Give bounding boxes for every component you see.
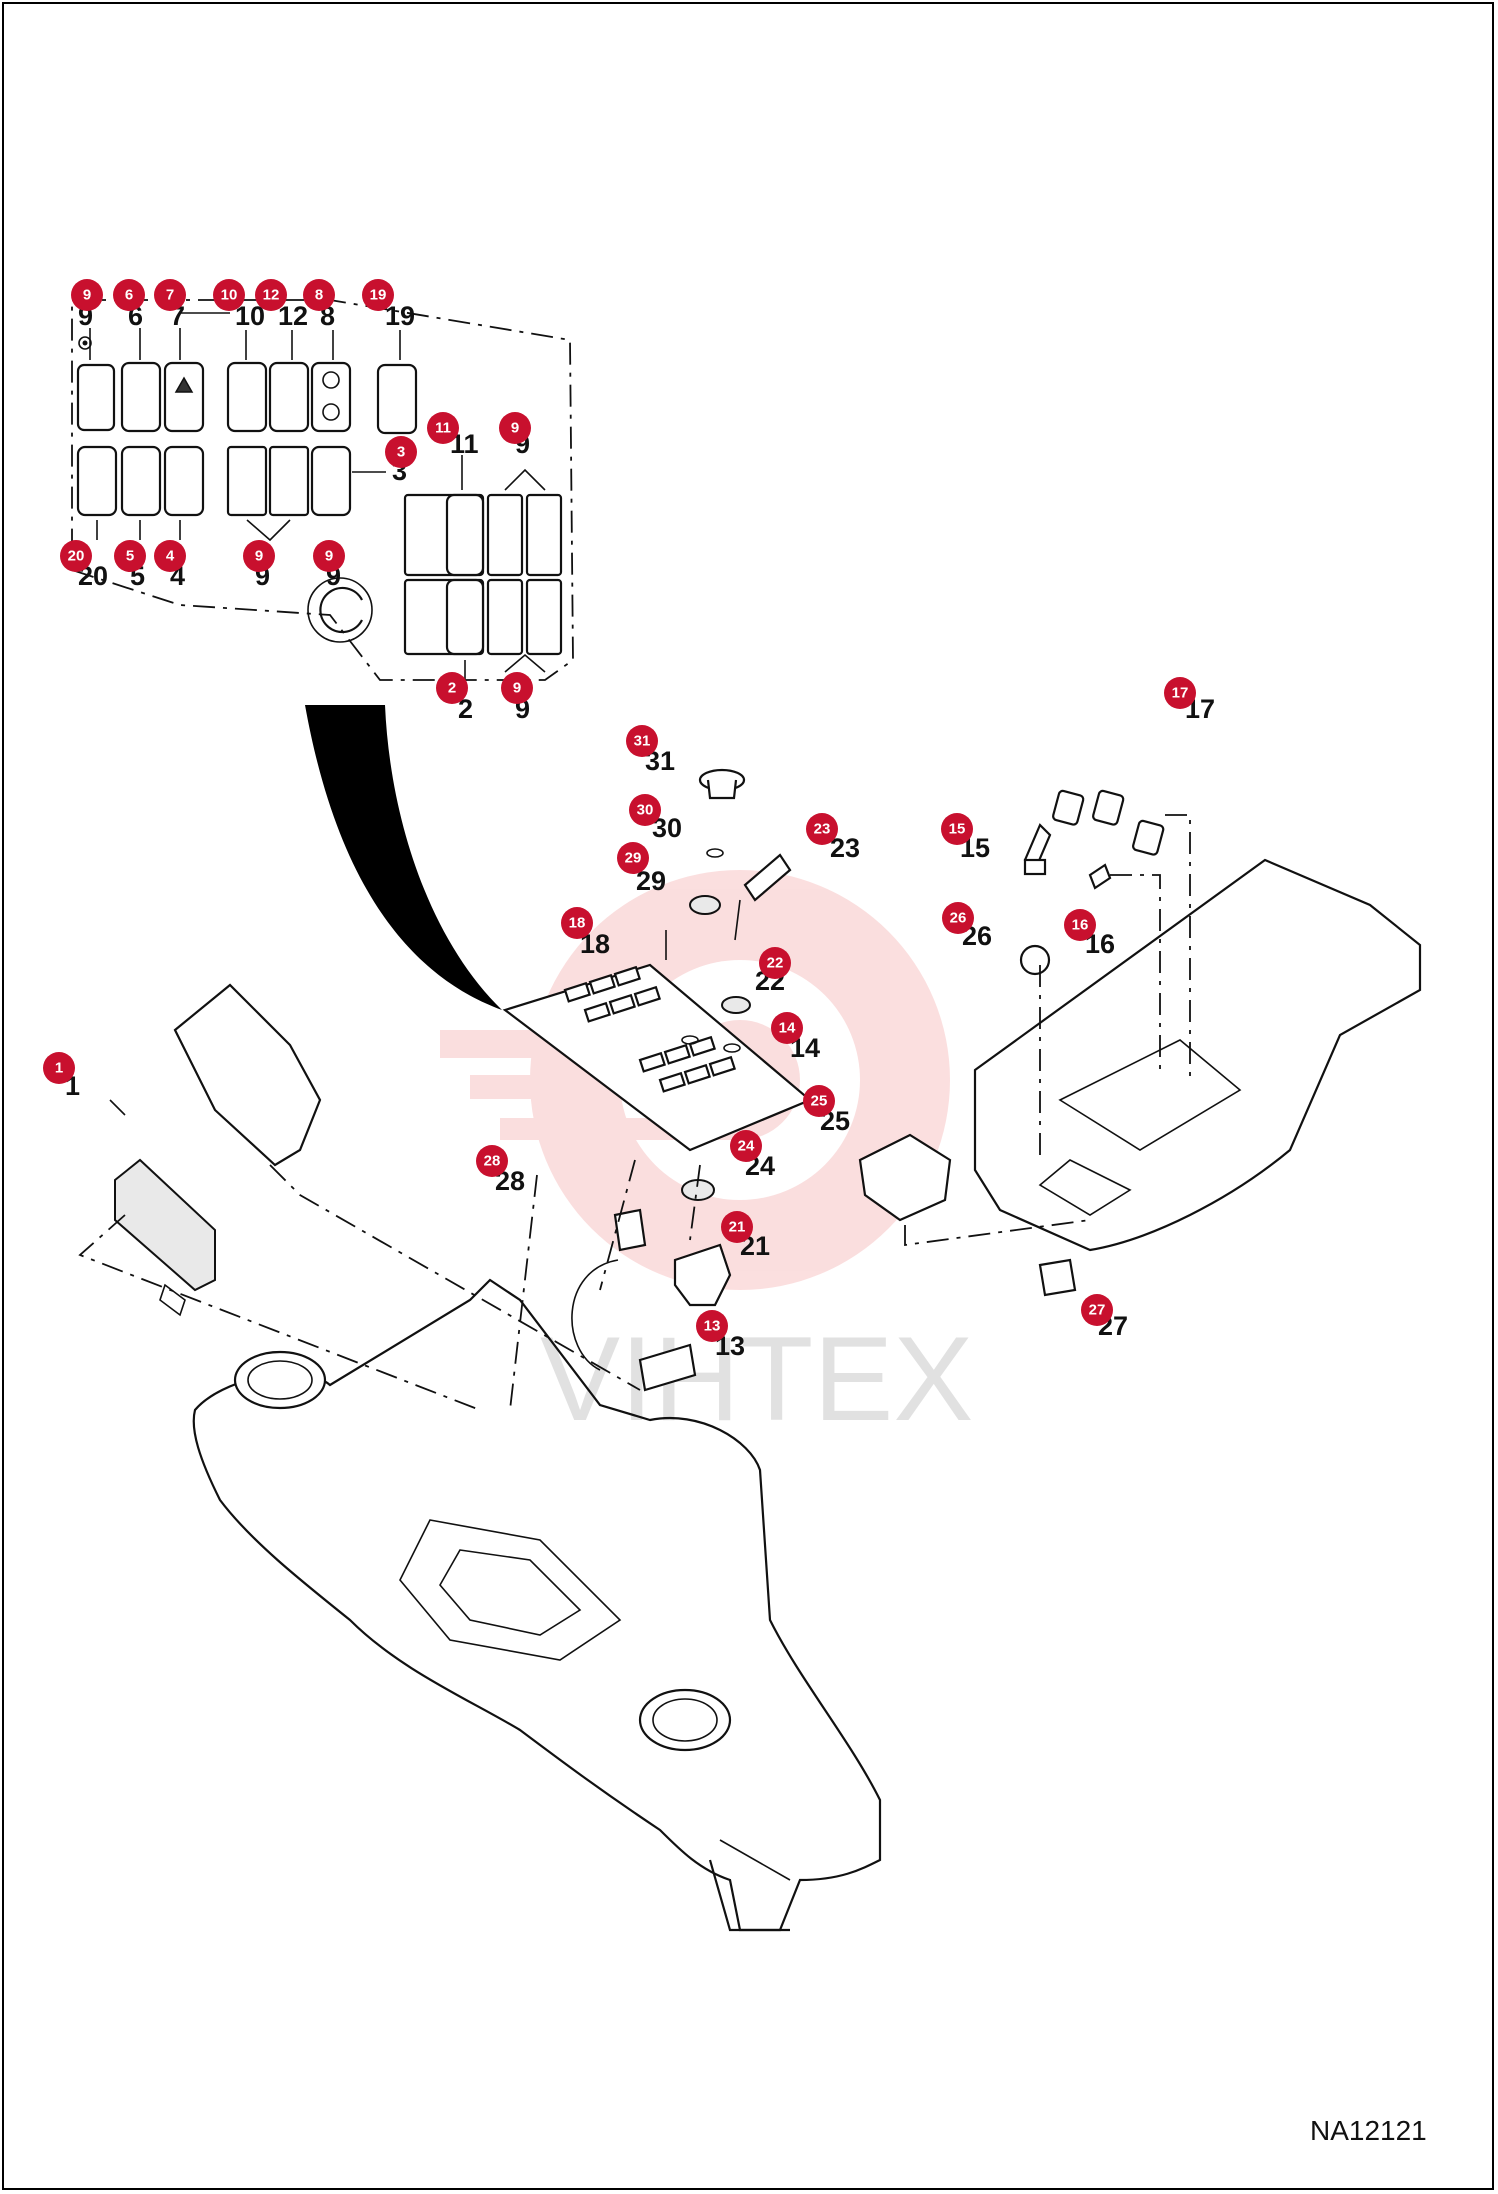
svg-text:28: 28 (484, 1153, 501, 1170)
svg-text:5: 5 (126, 548, 134, 565)
svg-text:12: 12 (278, 301, 308, 331)
badge-17: 17 (1164, 677, 1196, 709)
svg-text:31: 31 (634, 733, 651, 750)
badge-8: 8 (303, 279, 335, 311)
svg-text:20: 20 (68, 548, 85, 565)
badge-20: 20 (60, 540, 92, 572)
badge-24: 24 (730, 1130, 762, 1162)
svg-text:9: 9 (513, 680, 521, 697)
badge-28: 28 (476, 1145, 508, 1177)
badge-9c: 9 (243, 540, 275, 572)
badge-6: 6 (113, 279, 145, 311)
svg-text:24: 24 (738, 1138, 755, 1155)
svg-text:7: 7 (166, 287, 174, 304)
badge-16: 16 (1064, 909, 1096, 941)
callout-badges: 9 6 7 10 12 8 19 11 9 3 20 5 4 9 9 2 9 1… (43, 279, 1196, 1342)
svg-text:2: 2 (458, 694, 473, 724)
badge-15: 15 (941, 813, 973, 845)
badge-12: 12 (255, 279, 287, 311)
svg-text:22: 22 (767, 955, 784, 972)
svg-text:3: 3 (397, 444, 405, 461)
svg-text:27: 27 (1089, 1302, 1106, 1319)
badge-21: 21 (721, 1211, 753, 1243)
badge-4: 4 (154, 540, 186, 572)
badge-10: 10 (213, 279, 245, 311)
badge-29: 29 (617, 842, 649, 874)
svg-text:10: 10 (221, 287, 238, 304)
assembly-guide-lines (78, 814, 1191, 1411)
badge-3: 3 (385, 436, 417, 468)
part-gauge-housing (109, 983, 322, 1317)
svg-text:4: 4 (166, 548, 175, 565)
badge-14: 14 (771, 1012, 803, 1044)
svg-text:15: 15 (949, 821, 966, 838)
svg-text:19: 19 (370, 287, 387, 304)
badge-7: 7 (154, 279, 186, 311)
svg-text:29: 29 (625, 850, 642, 867)
badge-30: 30 (629, 794, 661, 826)
svg-text:9: 9 (255, 548, 263, 565)
badge-2: 2 (436, 672, 468, 704)
badge-19: 19 (362, 279, 394, 311)
badge-5: 5 (114, 540, 146, 572)
switch-panel-inset (71, 299, 574, 681)
svg-text:2: 2 (448, 680, 456, 697)
badge-26: 26 (942, 902, 974, 934)
badge-23: 23 (806, 813, 838, 845)
badge-11: 11 (427, 412, 459, 444)
part-stack-center (571, 768, 792, 1392)
part-console-body (192, 1278, 882, 1932)
svg-text:1: 1 (55, 1060, 63, 1077)
svg-text:11: 11 (435, 420, 451, 437)
part-rear-tray (858, 789, 1422, 1297)
badge-9: 9 (71, 279, 103, 311)
svg-text:16: 16 (1072, 917, 1089, 934)
badge-27: 27 (1081, 1294, 1113, 1326)
svg-text:25: 25 (811, 1093, 828, 1110)
svg-text:6: 6 (125, 287, 133, 304)
svg-text:8: 8 (315, 287, 323, 304)
badge-13: 13 (696, 1310, 728, 1342)
figure-code: NA12121 (1310, 2115, 1427, 2146)
part-switch-plate (502, 963, 813, 1152)
svg-text:30: 30 (637, 802, 654, 819)
badge-25: 25 (803, 1085, 835, 1117)
svg-text:14: 14 (779, 1020, 796, 1037)
badge-1: 1 (43, 1052, 75, 1084)
badge-9d: 9 (313, 540, 345, 572)
badge-9e: 9 (501, 672, 533, 704)
svg-text:19: 19 (385, 301, 415, 331)
badge-31: 31 (626, 725, 658, 757)
badge-18: 18 (561, 907, 593, 939)
svg-text:9: 9 (325, 548, 333, 565)
svg-text:13: 13 (704, 1318, 721, 1335)
badge-9b: 9 (499, 412, 531, 444)
svg-text:12: 12 (263, 287, 280, 304)
svg-text:26: 26 (950, 910, 967, 927)
svg-text:9: 9 (83, 287, 91, 304)
badge-22: 22 (759, 947, 791, 979)
svg-text:18: 18 (569, 915, 586, 932)
svg-text:21: 21 (729, 1219, 746, 1236)
svg-text:9: 9 (511, 420, 519, 437)
svg-text:23: 23 (814, 821, 831, 838)
inset-pointer (305, 705, 502, 1010)
svg-text:17: 17 (1172, 685, 1189, 702)
watermark-text: VIHTEX (540, 1312, 973, 1446)
